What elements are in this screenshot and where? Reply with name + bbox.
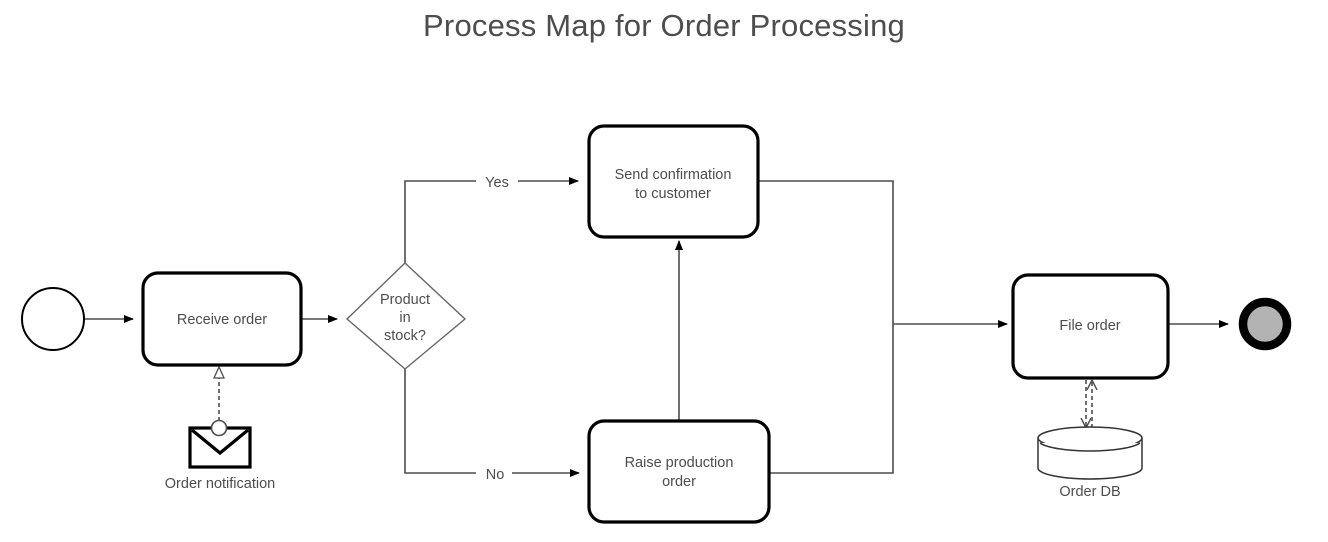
artifact-label-order-notification: Order notification [165,476,275,492]
edge-gateway-yes-to-send-confirmation: Yes [404,170,579,263]
node-label-raise-production-line-2: order [662,474,696,490]
artifact-order-db[interactable]: Order DB [1037,426,1143,500]
node-receive-order[interactable]: Receive order [141,271,303,367]
gateway-label-line-3: stock? [384,328,426,344]
edge-label-no: No [486,467,505,483]
node-send-confirmation[interactable]: Send confirmation to customer [587,124,760,239]
edge-gateway-no-to-raise-production-order: No [404,369,580,484]
edge-label-yes: Yes [485,175,509,191]
node-label-send-confirmation-line-2: to customer [635,186,711,202]
artifact-label-order-db: Order DB [1059,484,1120,500]
assoc-file-order-to-order-db [1086,380,1092,428]
node-raise-production-order[interactable]: Raise production order [587,419,771,524]
node-label-raise-production-line-1: Raise production [625,455,734,471]
artifact-order-notification[interactable]: Order notification [165,419,275,493]
edge-send-confirmation-to-merge [758,180,894,324]
page-title: Process Map for Order Processing [423,8,905,43]
node-label-file-order: File order [1059,318,1120,334]
edge-raise-production-to-merge [769,324,894,474]
node-label-receive-order: Receive order [177,312,267,328]
node-file-order[interactable]: File order [1011,273,1170,380]
node-end-event[interactable] [1238,297,1292,351]
node-gateway-product-in-stock[interactable]: Product in stock? [345,262,467,370]
node-start-event[interactable] [21,287,85,351]
gateway-label-line-1: Product [380,292,430,308]
node-label-send-confirmation-line-1: Send confirmation [615,167,732,183]
gateway-label-line-2: in [399,310,410,326]
